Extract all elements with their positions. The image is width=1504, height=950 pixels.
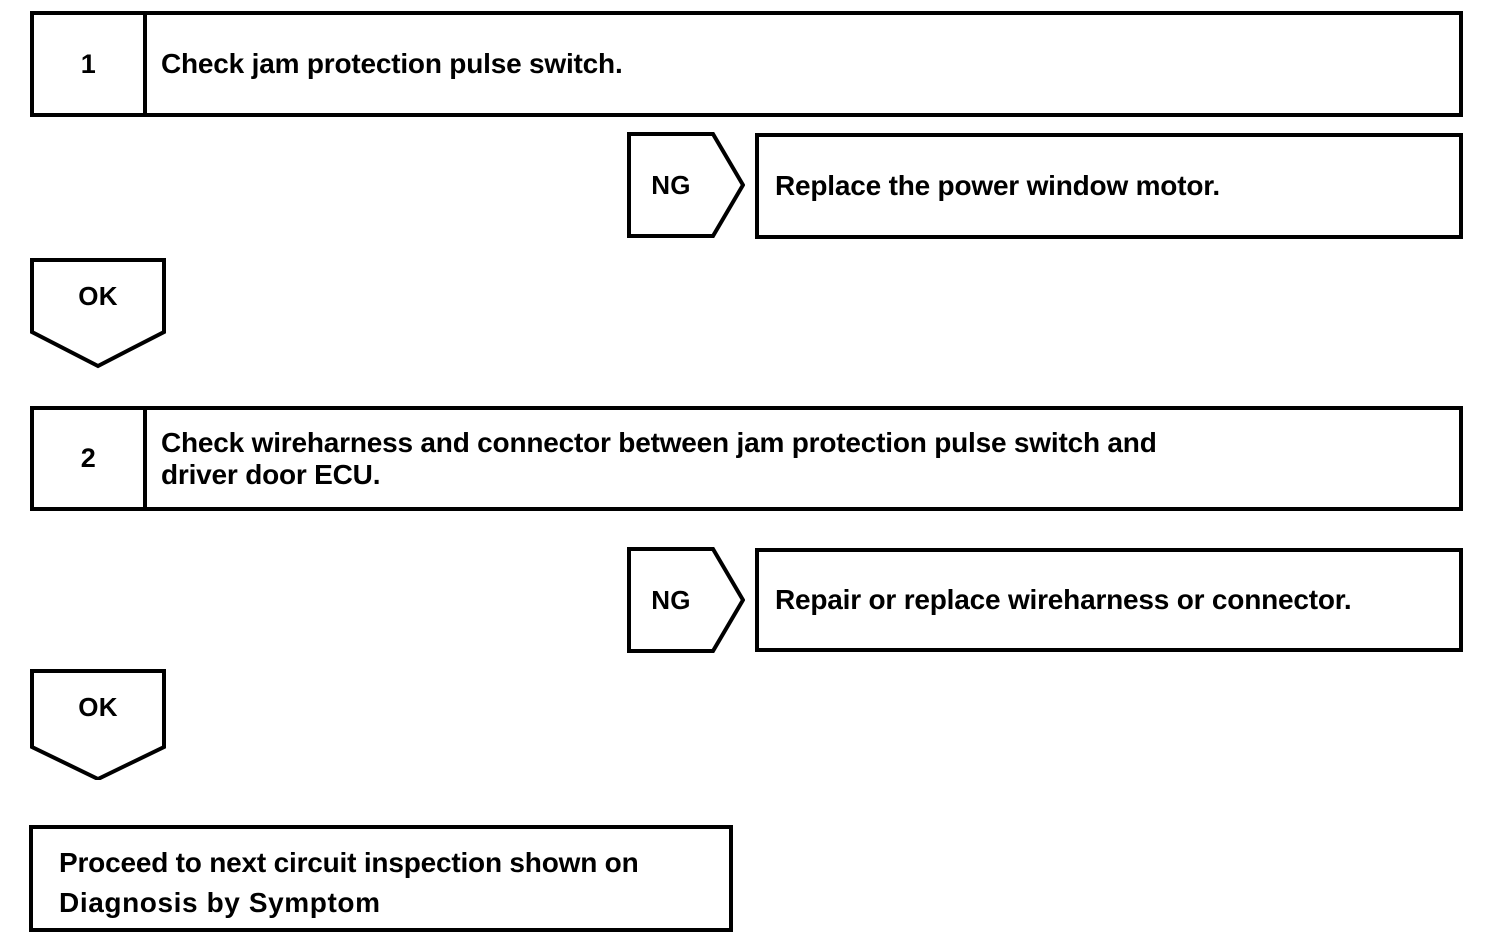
- ng-arrow-1-label: NG: [651, 169, 691, 200]
- terminal-line-1: Proceed to next circuit inspection shown…: [59, 847, 639, 878]
- ng-action-text-2: Repair or replace wireharness or connect…: [775, 584, 1352, 615]
- step-box-1[interactable]: 1 Check jam protection pulse switch.: [30, 11, 1463, 117]
- step-text-2: Check wireharness and connector between …: [147, 410, 1459, 507]
- ok-connector-1: OK: [30, 258, 166, 369]
- ng-action-text-1: Replace the power window motor.: [775, 170, 1220, 201]
- ng-action-box-2[interactable]: Repair or replace wireharness or connect…: [755, 548, 1463, 652]
- step-text-1-line-1: Check jam protection pulse switch.: [161, 48, 623, 80]
- ng-action-box-1[interactable]: Replace the power window motor.: [755, 133, 1463, 239]
- terminal-line-2: Diagnosis by Symptom: [59, 886, 381, 918]
- step-text-2-line-1: Check wireharness and connector between …: [161, 426, 1157, 458]
- ok-connector-2: OK: [30, 669, 166, 780]
- step-number-2: 2: [34, 410, 147, 507]
- ng-arrow-2-label: NG: [651, 584, 691, 615]
- step-box-2[interactable]: 2 Check wireharness and connector betwee…: [30, 406, 1463, 511]
- ok-connector-2-label: OK: [78, 691, 118, 722]
- step-text-1: Check jam protection pulse switch.: [147, 15, 1459, 113]
- step-text-2-line-2: driver door ECU.: [161, 458, 381, 490]
- ng-arrow-2: NG: [627, 547, 745, 653]
- terminal-box[interactable]: Proceed to next circuit inspection shown…: [29, 825, 733, 932]
- ng-arrow-1: NG: [627, 132, 745, 238]
- step-number-1: 1: [34, 15, 147, 113]
- ok-connector-1-label: OK: [78, 280, 118, 311]
